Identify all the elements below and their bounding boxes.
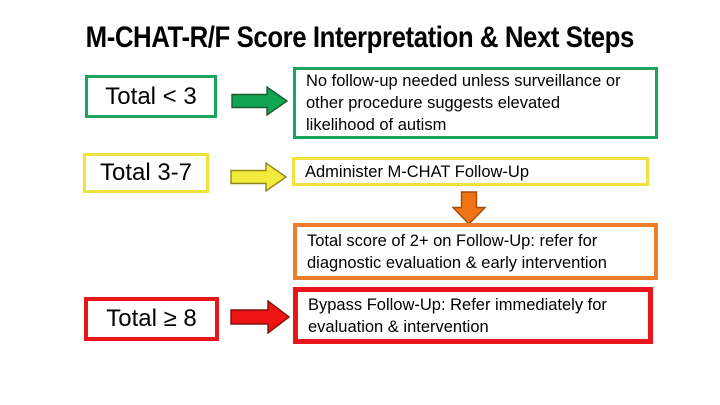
result-box-medium-text: Administer M-CHAT Follow-Up — [305, 162, 530, 181]
result-box-low: No follow-up needed unless surveillance … — [293, 67, 658, 139]
score-box-medium-label: Total 3-7 — [99, 159, 193, 186]
down-arrow-orange-icon — [452, 191, 486, 225]
result-box-high-text: Bypass Follow-Up: Refer immediately for … — [308, 295, 607, 336]
result-box-low-text: No follow-up needed unless surveillance … — [306, 72, 621, 134]
score-box-medium: Total 3-7 — [83, 153, 209, 193]
score-box-low: Total < 3 — [85, 75, 217, 118]
page-title: M-CHAT-R/F Score Interpretation & Next S… — [0, 21, 720, 55]
score-box-low-label: Total < 3 — [105, 82, 197, 110]
result-box-followup: Total score of 2+ on Follow-Up: refer fo… — [293, 223, 658, 280]
right-arrow-green-icon — [231, 86, 289, 116]
result-box-medium: Administer M-CHAT Follow-Up — [292, 157, 649, 186]
page-title-text: M-CHAT-R/F Score Interpretation & Next S… — [85, 21, 635, 54]
result-box-followup-text: Total score of 2+ on Follow-Up: refer fo… — [307, 231, 607, 272]
right-arrow-red-icon — [230, 300, 291, 334]
score-box-high-label: Total ≥ 8 — [106, 305, 197, 332]
result-box-high: Bypass Follow-Up: Refer immediately for … — [293, 287, 653, 344]
right-arrow-yellow-icon — [230, 162, 288, 192]
score-box-high: Total ≥ 8 — [84, 297, 219, 341]
